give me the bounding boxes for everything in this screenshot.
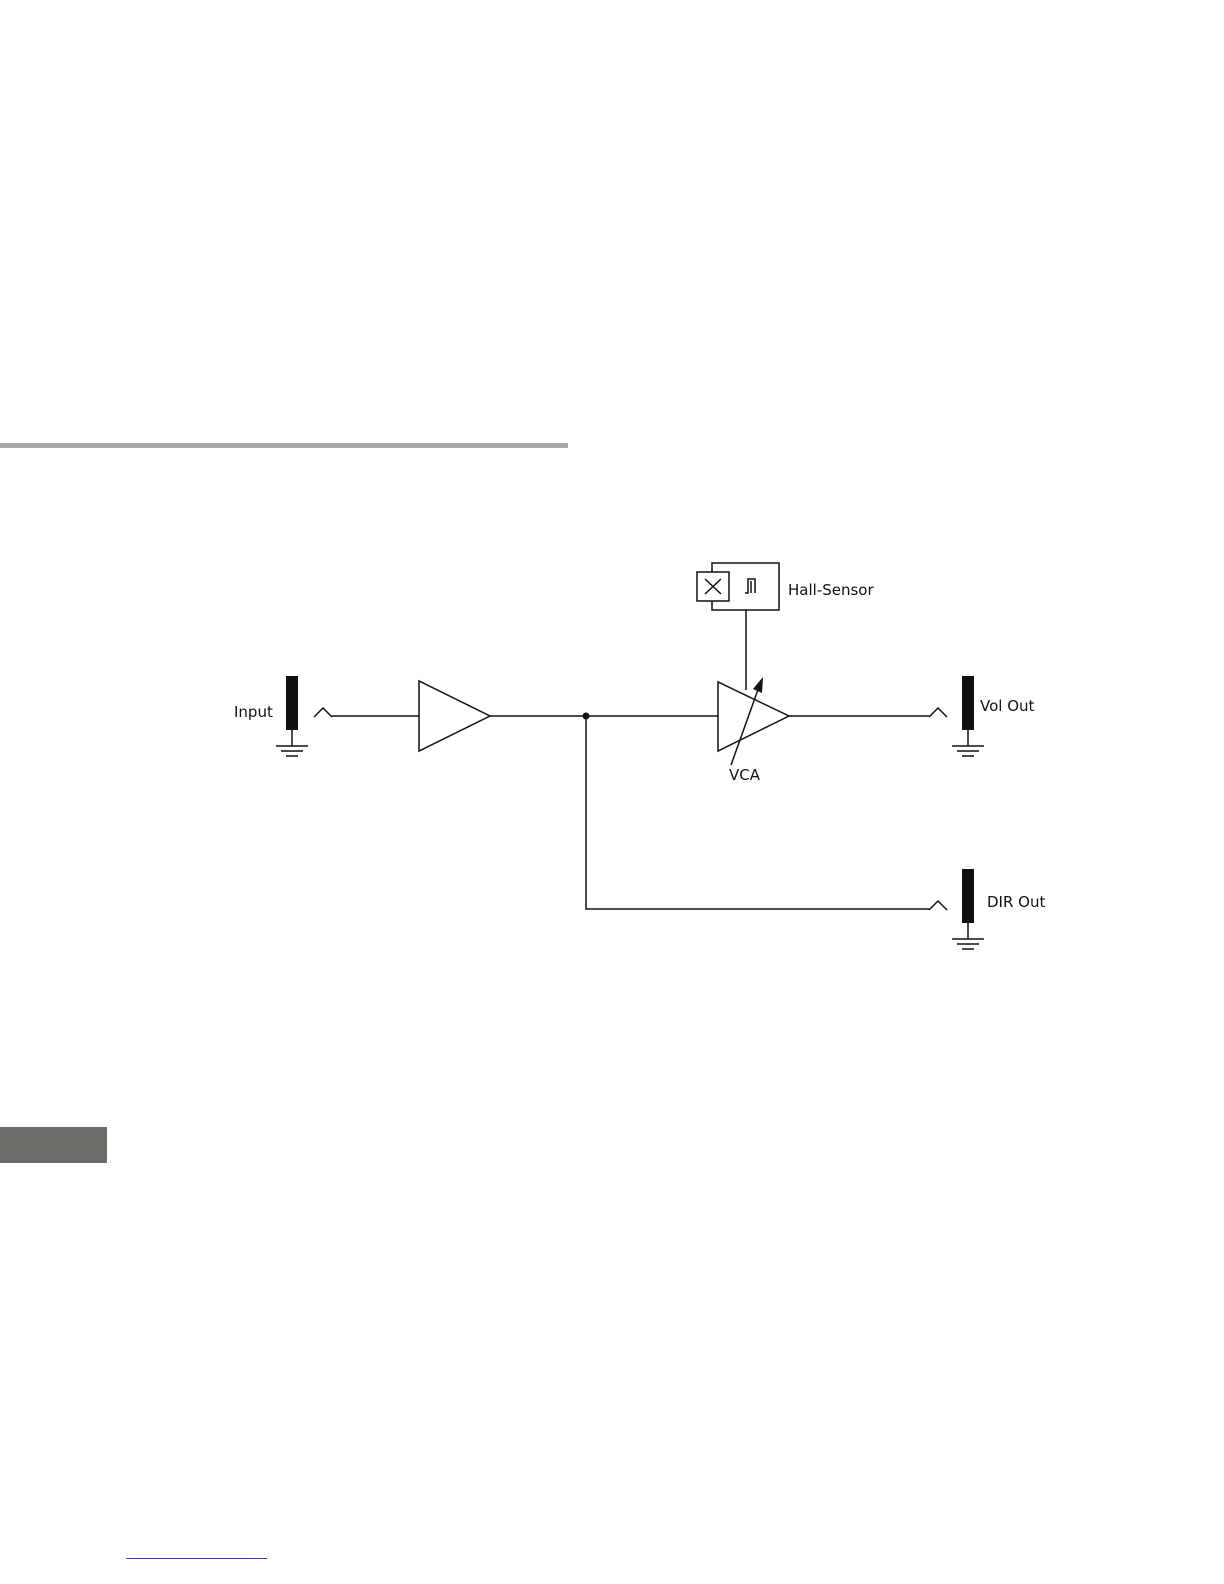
vol-out-jack-icon (952, 676, 984, 756)
vol-out-label: Vol Out (980, 697, 1035, 715)
dir-out-jack-icon (952, 869, 984, 949)
input-jack-icon (276, 676, 308, 756)
vca-triangle (718, 682, 789, 751)
input-amplifier-triangle (419, 681, 490, 751)
input-label: Input (234, 703, 273, 721)
vca-adjust-arrow-shaft (731, 684, 760, 765)
side-section-tab (0, 1127, 107, 1163)
vca-adjust-arrow-head (753, 677, 763, 693)
input-connector-symbol (314, 708, 332, 717)
hall-sensor-label: Hall-Sensor (788, 581, 874, 599)
vca-label: VCA (729, 766, 761, 784)
wire-junction-to-dir-out (586, 716, 929, 909)
dir-out-label: DIR Out (987, 893, 1045, 911)
footnote-link-underline (126, 1558, 267, 1559)
dir-out-connector-symbol (929, 901, 947, 910)
hall-sensor-icon (697, 563, 779, 610)
vol-out-connector-symbol (929, 708, 947, 717)
